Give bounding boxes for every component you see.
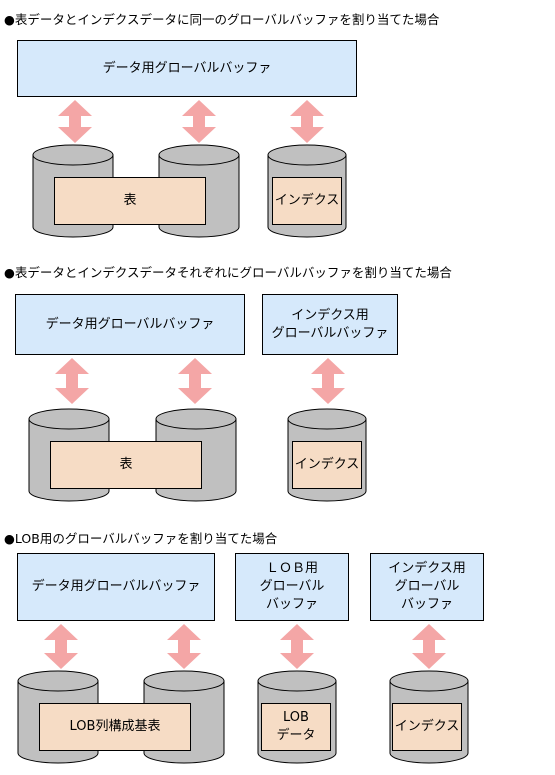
- s2-data-global-buffer: データ用グローバルバッファ: [15, 294, 245, 355]
- s2-index-label: インデクス: [292, 441, 362, 489]
- s2-table-label: 表: [50, 441, 202, 489]
- s3-index-label: インデクス: [392, 703, 462, 751]
- s1-arrow-left-icon: [58, 100, 92, 143]
- s2-arrow-left-icon: [55, 358, 89, 404]
- section-2-heading: ●表データとインデクスデータそれぞれにグローバルバッファを割り当てた場合: [4, 265, 452, 280]
- s3-arrow-middle-icon: [167, 624, 201, 669]
- s1-arrow-middle-icon: [182, 100, 216, 143]
- s3-arrow-left-icon: [44, 624, 78, 669]
- s3-lob-base-table-label: LOB列構成基表: [39, 703, 191, 751]
- s3-lob-global-buffer: ＬＯＢ用 グローバル バッファ: [235, 553, 349, 621]
- s1-arrow-right-icon: [290, 100, 324, 143]
- s3-data-global-buffer: データ用グローバルバッファ: [17, 553, 215, 621]
- s1-table-label: 表: [54, 177, 206, 225]
- s3-arrow-index-icon: [412, 624, 446, 669]
- s3-index-global-buffer: インデクス用 グローバル バッファ: [370, 553, 484, 621]
- s3-lob-data-label: LOB データ: [261, 703, 331, 751]
- s2-index-global-buffer: インデクス用 グローバルバッファ: [262, 294, 398, 355]
- s1-data-global-buffer: データ用グローバルバッファ: [17, 40, 357, 97]
- section-3-heading: ●LOB用のグローバルバッファを割り当てた場合: [4, 531, 278, 546]
- s2-arrow-right-icon: [311, 358, 345, 404]
- s3-arrow-lob-icon: [280, 624, 314, 669]
- section-1-heading: ●表データとインデクスデータに同一のグローバルバッファを割り当てた場合: [4, 12, 440, 27]
- s2-arrow-middle-icon: [178, 358, 212, 404]
- s1-index-label: インデクス: [272, 177, 342, 225]
